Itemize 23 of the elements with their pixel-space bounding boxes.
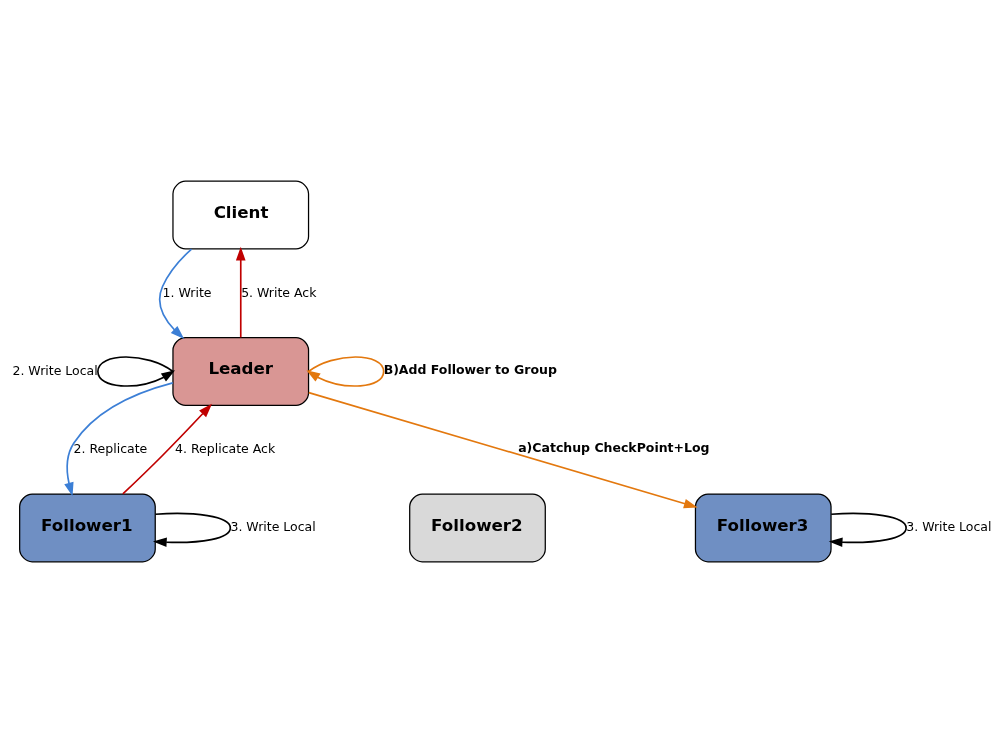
arrow [828,512,907,548]
edge-label: 3. Write Local [230,519,316,535]
arrow [307,391,698,509]
arrow [97,356,176,387]
edge-label: 4. Replicate Ack [175,440,276,456]
arrow [306,356,385,387]
edge-label: 2. Replicate [73,440,148,456]
arrow [152,512,232,548]
node-box: Client [172,180,310,250]
edge-label: B)Add Follower to Group [383,361,557,377]
edge-label: a)Catchup CheckPoint+Log [518,439,710,455]
edge-label: 5. Write Ack [241,284,317,300]
arrow [122,403,212,495]
arrow [235,246,246,339]
arrow [64,382,174,497]
node-box: Leader [172,337,310,406]
node-box: Follower1 [19,493,156,563]
node-box: Follower3 [694,493,832,563]
edge-label: 3. Write Local [906,519,992,535]
edge-label: 1. Write [162,284,212,300]
node-box: Follower2 [409,493,546,563]
arrow [158,248,193,339]
edge-label: 2. Write Local [12,362,98,378]
